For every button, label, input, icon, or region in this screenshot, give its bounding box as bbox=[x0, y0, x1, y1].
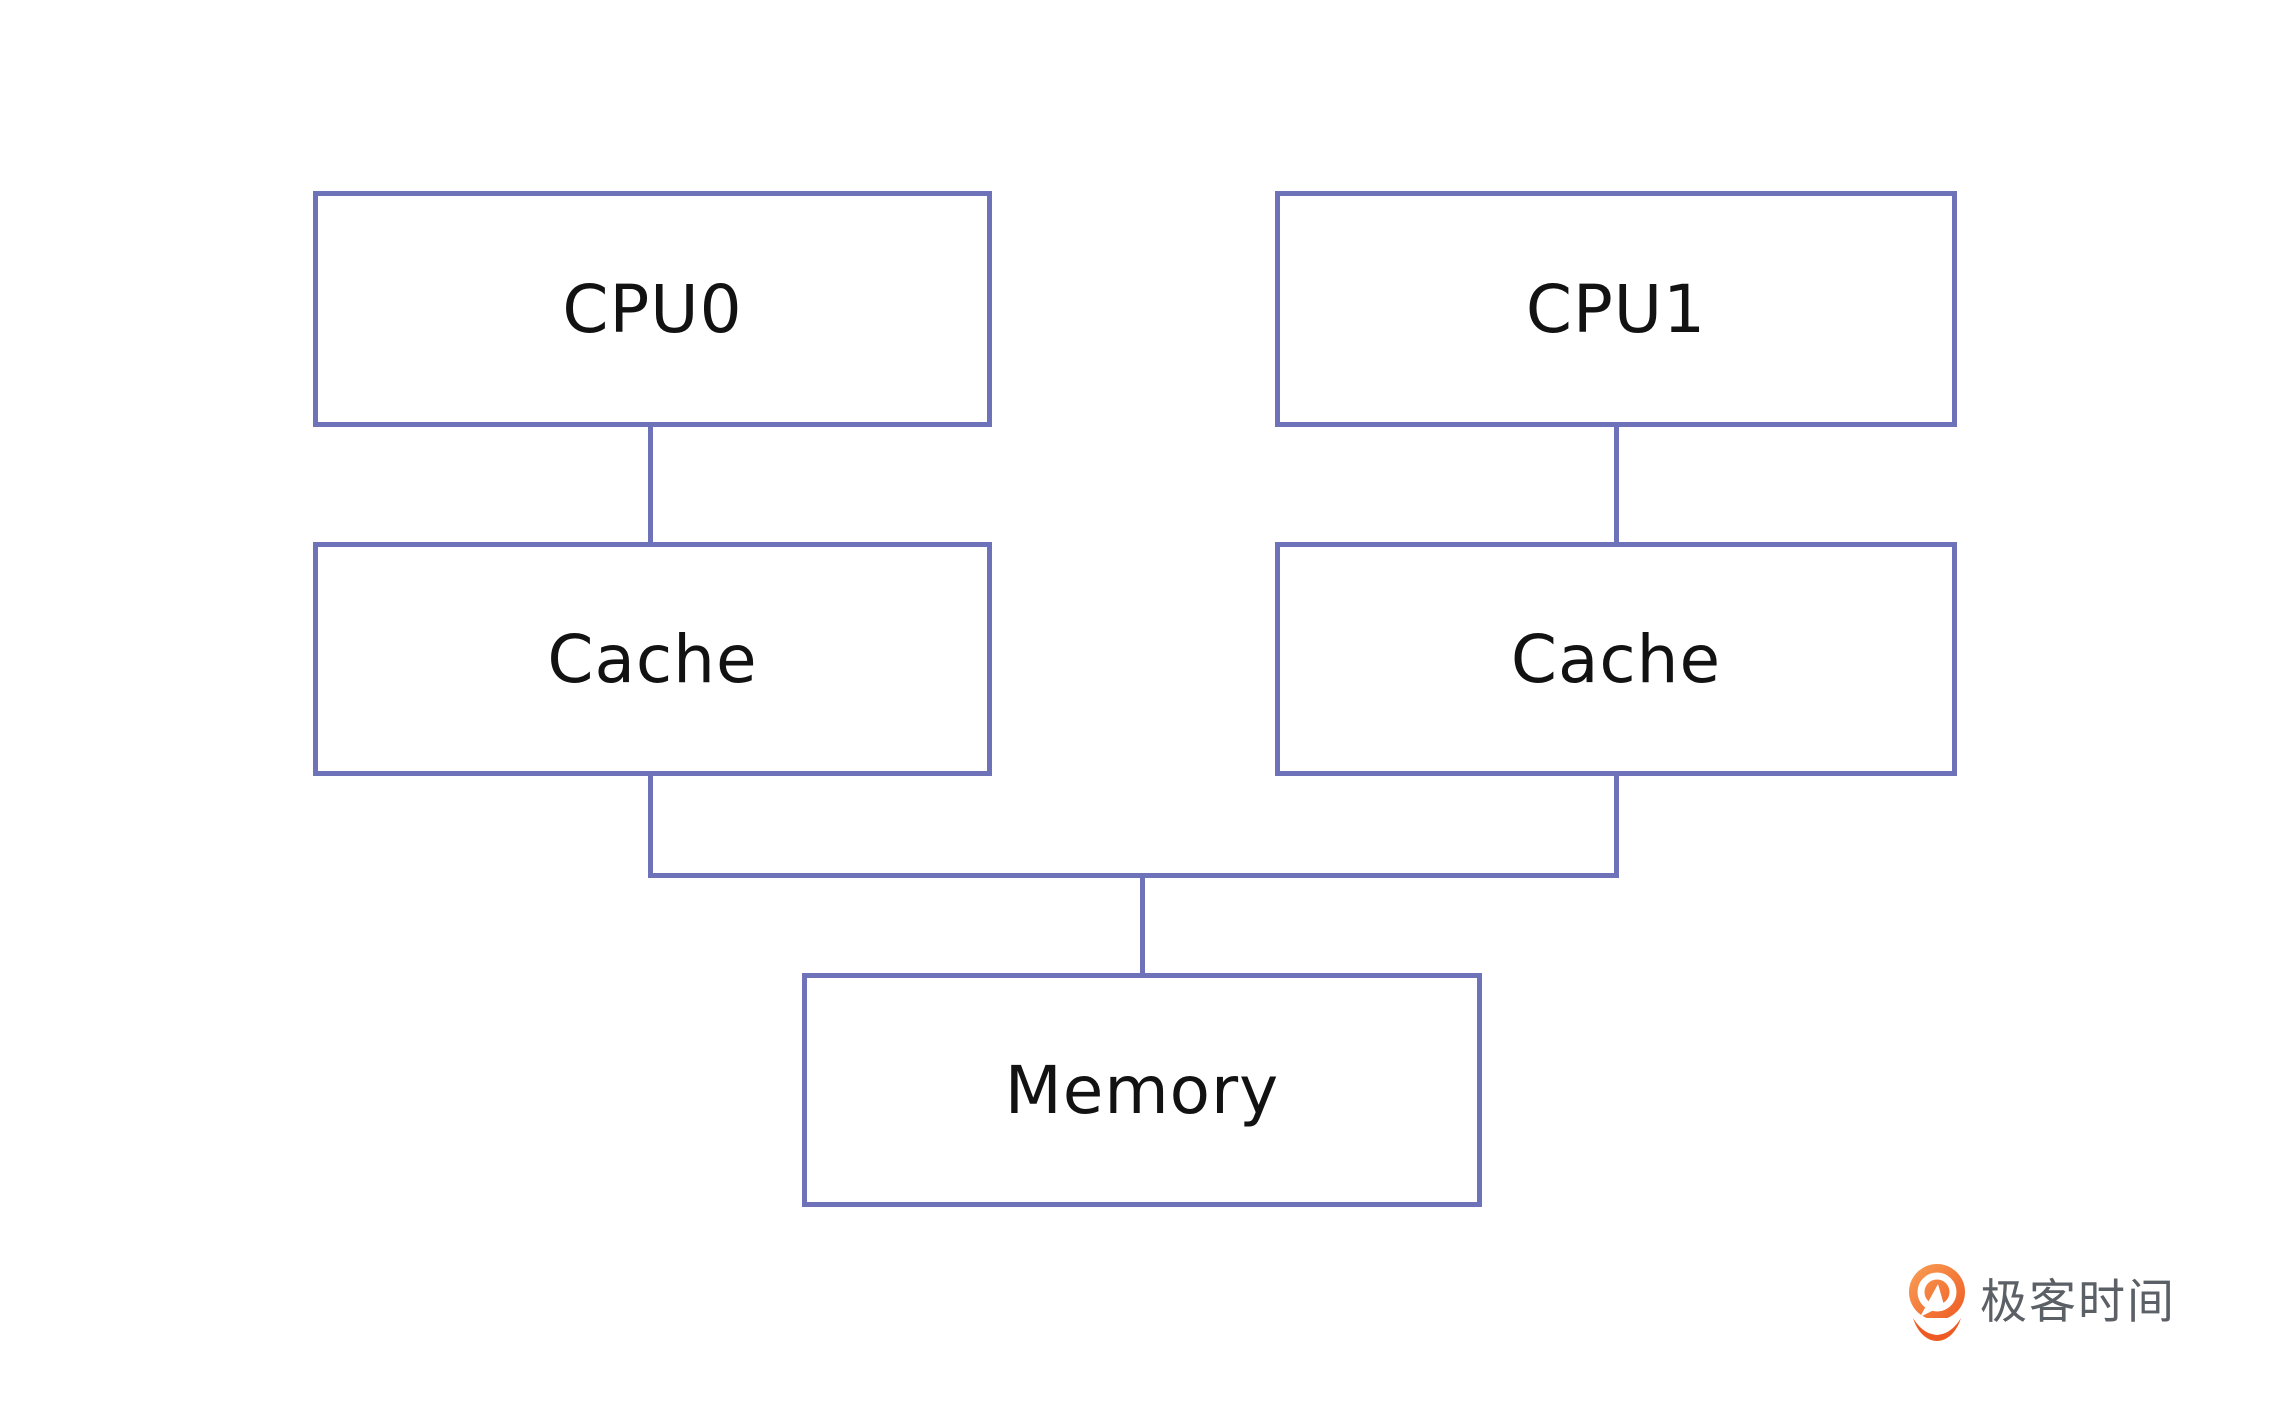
connector-bus-memory bbox=[1140, 878, 1145, 973]
node-cache0-label: Cache bbox=[547, 620, 758, 698]
node-cpu1: CPU1 bbox=[1275, 191, 1957, 427]
node-cpu1-label: CPU1 bbox=[1525, 270, 1707, 348]
node-cpu0-label: CPU0 bbox=[562, 270, 743, 348]
node-cpu0: CPU0 bbox=[313, 191, 992, 427]
connector-bus-horizontal bbox=[648, 873, 1619, 878]
connector-cache0-bus bbox=[648, 776, 653, 878]
node-memory: Memory bbox=[802, 973, 1482, 1207]
connector-cpu0-cache0 bbox=[648, 427, 653, 542]
node-cache1-label: Cache bbox=[1510, 620, 1722, 698]
connector-cache1-bus bbox=[1614, 776, 1619, 878]
node-cache1: Cache bbox=[1275, 542, 1957, 776]
geektime-logo-icon bbox=[1908, 1264, 1966, 1341]
brand-logo-text: 极客时间 bbox=[1980, 1274, 2176, 1330]
node-cache0: Cache bbox=[313, 542, 992, 776]
node-memory-label: Memory bbox=[1004, 1051, 1280, 1129]
brand-logo: 极客时间 bbox=[1906, 1262, 2176, 1342]
connector-cpu1-cache1 bbox=[1614, 427, 1619, 542]
